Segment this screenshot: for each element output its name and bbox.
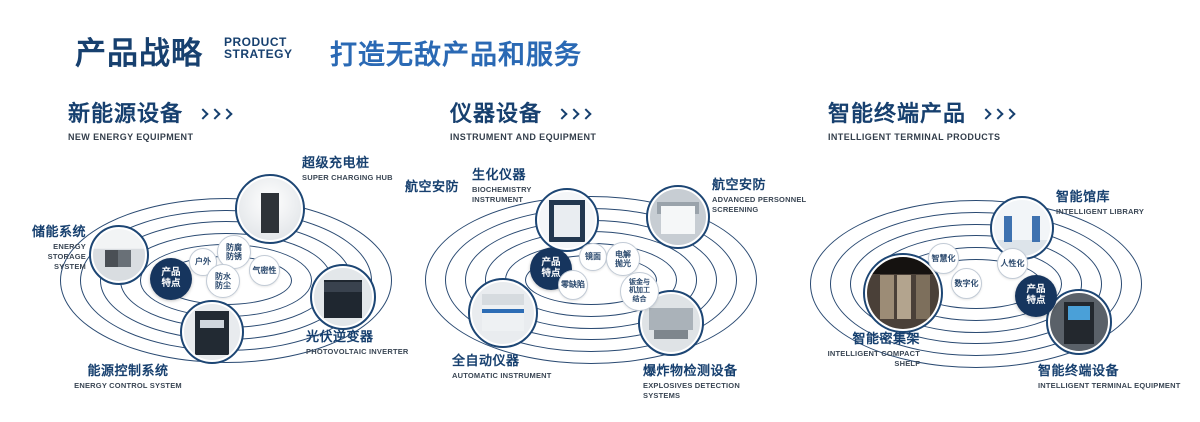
product-label-energy-storage: 储能系统 ENERGY STORAGE SYSTEM xyxy=(31,224,86,271)
feature-badge: 产品特点 xyxy=(1015,275,1057,317)
product-photo-energy-storage xyxy=(89,225,149,285)
section-header-instruments: 仪器设备 INSTRUMENT AND EQUIPMENT xyxy=(450,96,596,142)
feature-bubble: 数字化 xyxy=(951,268,982,299)
product-label-energy-control-system: 能源控制系统 ENERGY CONTROL SYSTEM xyxy=(74,363,182,390)
section-title: 智能终端产品 xyxy=(828,101,967,126)
product-photo-terminal-equipment xyxy=(1046,289,1112,355)
section-header-intelligent-terminal: 智能终端产品 INTELLIGENT TERMINAL PRODUCTS xyxy=(828,96,1016,142)
page-title-en-line2: STRATEGY xyxy=(224,47,293,61)
product-label-intelligent-library: 智能馆库 INTELLIGENT LIBRARY xyxy=(1056,189,1145,216)
section-subtitle: INTELLIGENT TERMINAL PRODUCTS xyxy=(828,132,1001,142)
feature-bubble: 电解抛光 xyxy=(606,242,640,276)
section-subtitle: NEW ENERGY EQUIPMENT xyxy=(68,132,194,142)
feature-bubble: 镜面 xyxy=(579,243,607,271)
section-header-new-energy: 新能源设备 NEW ENERGY EQUIPMENT xyxy=(68,96,233,142)
side-label-aviation-security: 航空安防 xyxy=(405,179,460,194)
product-label-super-charging-hub: 超级充电桩 SUPER CHARGING HUB xyxy=(302,155,393,182)
product-label-automatic-instrument: 全自动仪器 AUTOMATIC INSTRUMENT xyxy=(452,353,552,380)
product-photo-personnel-screening xyxy=(646,185,710,249)
product-photo-energy-control-system xyxy=(180,300,244,364)
product-photo-biochemistry-instrument xyxy=(535,188,599,252)
product-label-biochemistry-instrument: 生化仪器 BIOCHEMISTRY INSTRUMENT xyxy=(472,167,532,204)
product-label-photovoltaic-inverter: 光伏逆变器 PHOTOVOLTAIC INVERTER xyxy=(306,329,409,356)
feature-bubble: 零缺陷 xyxy=(558,270,588,300)
product-label-personnel-screening: 航空安防 ADVANCED PERSONNEL SCREENING xyxy=(712,177,807,214)
section-subtitle: INSTRUMENT AND EQUIPMENT xyxy=(450,132,597,142)
feature-bubble: 智慧化 xyxy=(928,243,959,274)
section-title: 仪器设备 xyxy=(450,101,543,126)
feature-bubble: 防水防尘 xyxy=(206,264,240,298)
feature-bubble: 人性化 xyxy=(997,248,1028,279)
product-photo-photovoltaic-inverter xyxy=(310,264,376,330)
feature-bubble: 气密性 xyxy=(249,255,280,286)
product-photo-intelligent-library xyxy=(990,196,1054,260)
orbit-rings-intelligent-terminal xyxy=(810,200,1142,368)
triple-chevron-icon xyxy=(554,107,592,120)
triple-chevron-icon xyxy=(195,107,233,120)
triple-chevron-icon xyxy=(978,107,1016,120)
tagline: 打造无敌产品和服务 xyxy=(330,40,582,70)
product-label-compact-shelf: 智能密集架 INTELLIGENT COMPACT SHELF xyxy=(827,331,920,368)
page-title-en-line1: PRODUCT xyxy=(224,35,287,49)
feature-badge: 产品特点 xyxy=(150,258,192,300)
page-title-en: PRODUCT STRATEGY xyxy=(224,36,292,60)
product-photo-super-charging-hub xyxy=(235,174,305,244)
product-label-explosives-detection: 爆炸物检测设备 EXPLOSIVES DETECTION SYSTEMS xyxy=(643,363,740,400)
product-photo-automatic-instrument xyxy=(468,278,538,348)
product-label-terminal-equipment: 智能终端设备 INTELLIGENT TERMINAL EQUIPMENT xyxy=(1038,363,1181,390)
feature-bubble: 钣金与机加工结合 xyxy=(620,272,659,311)
section-title: 新能源设备 xyxy=(68,101,184,126)
page-title: 产品战略 xyxy=(75,36,203,71)
